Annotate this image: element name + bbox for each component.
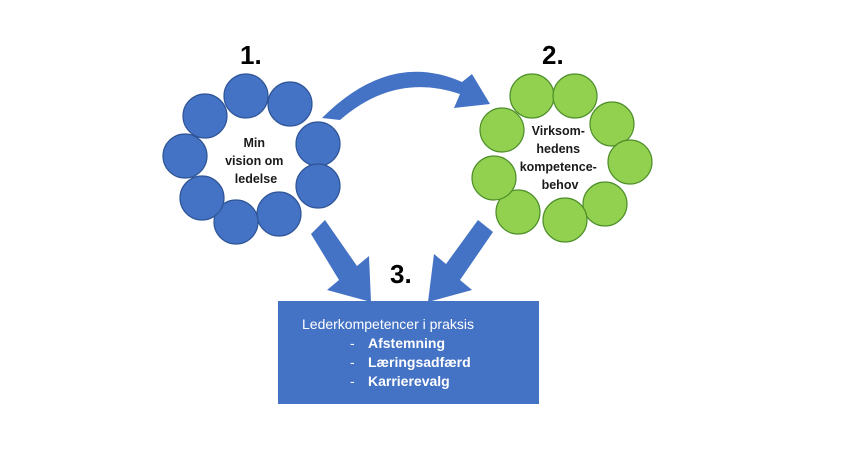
step-1-number: 1. [240,40,262,70]
step-2-number: 2. [542,40,564,70]
competence-needs-label-line: kompetence- [520,160,597,174]
competence-needs-label-line: hedens [536,142,580,156]
green-circle [589,101,635,147]
green-circle [552,73,598,119]
competence-needs-label: Virksom- hedens kompetence- behov [520,124,601,192]
item-karrierevalg: Karrierevalg [368,373,450,389]
green-circle [495,189,541,235]
competence-needs-circle-cluster [471,73,653,243]
bullet-dash: - [350,354,355,370]
blue-circle [295,121,341,167]
practice-box-title: Lederkompetencer i praksis [302,316,474,332]
blue-circle [256,191,302,237]
vision-label-line: ledelse [235,172,277,186]
step-3-number: 3. [390,259,412,289]
vision-circle-cluster [162,73,341,245]
green-circle [542,197,588,243]
blue-circle [182,93,228,139]
curved-arrow-1-to-2 [322,71,490,120]
green-circle [479,107,525,153]
blue-circle [295,163,341,209]
blue-circle [179,175,225,221]
practice-box [278,301,539,404]
blue-circle [267,81,313,127]
green-circle [471,155,517,201]
blue-circle [213,199,259,245]
item-laeringsadfaerd: Læringsadfærd [368,354,471,370]
item-afstemning: Afstemning [368,335,445,351]
vision-label: Min vision om ledelse [225,136,287,186]
blue-circle [162,133,208,179]
green-circle [509,73,555,119]
bullet-dash: - [350,335,355,351]
arrow-2-to-3 [428,220,493,302]
competence-needs-label-line: behov [542,178,579,192]
green-circle [582,181,628,227]
competence-needs-label-line: Virksom- [532,124,585,138]
green-circle [607,139,653,185]
arrow-1-to-3 [311,220,371,302]
blue-circle [223,73,269,119]
vision-label-line: vision om [225,154,283,168]
bullet-dash: - [350,373,355,389]
vision-label-line: Min [243,136,265,150]
